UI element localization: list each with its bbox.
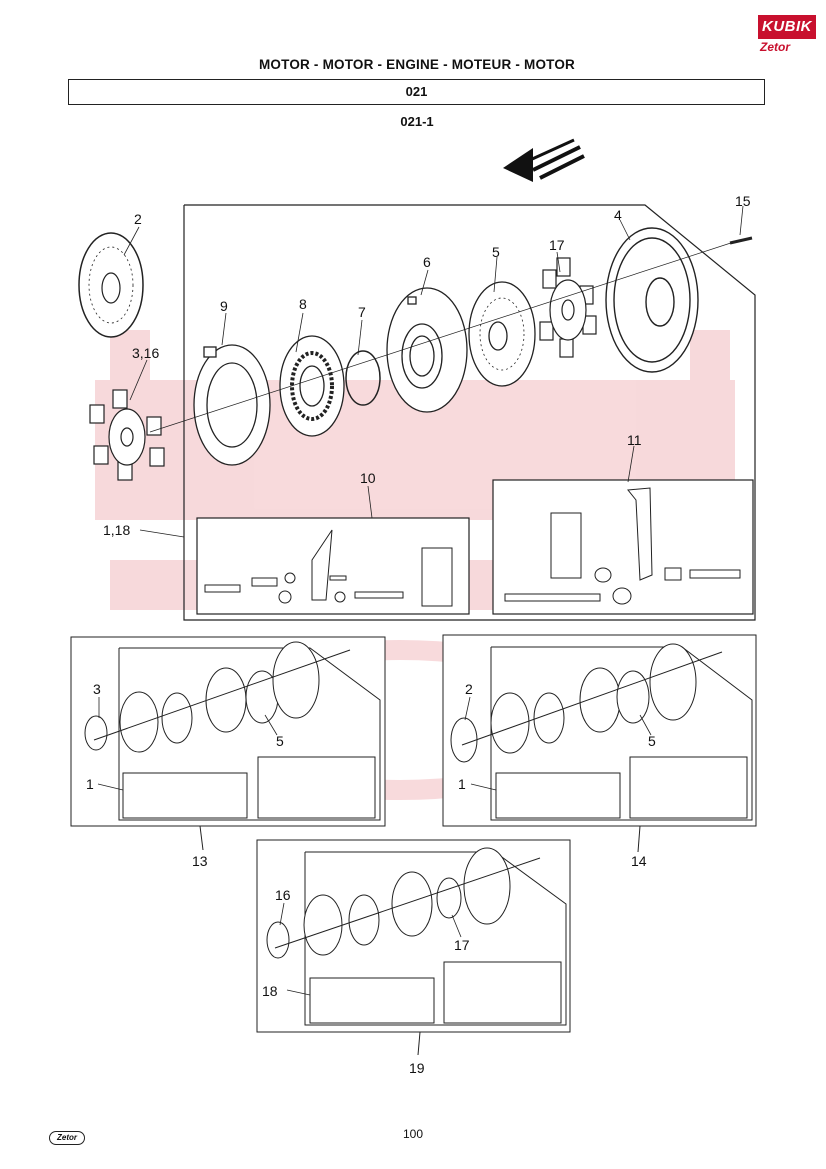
variant-19-callout-18: 18 [262, 983, 278, 999]
callout-4: 4 [614, 207, 622, 223]
part-4-flywheel [605, 227, 699, 373]
direction-arrow-icon [503, 138, 585, 182]
variant-13-diagram [70, 636, 386, 851]
part-17-hub [539, 257, 597, 358]
callout-2: 2 [134, 211, 142, 227]
callout-6: 6 [423, 254, 431, 270]
group-code-box: 021 [68, 79, 765, 105]
variant-14-label: 14 [631, 853, 647, 869]
callout-9: 9 [220, 298, 228, 314]
callout-1-18: 1,18 [103, 522, 131, 538]
variant-13-callout-1: 1 [86, 776, 94, 792]
footer-zetor-logo: Zetor [49, 1131, 85, 1145]
part-6-clutch-cover [386, 287, 468, 413]
variant-19-diagram [256, 839, 571, 1056]
page-heading: MOTOR - MOTOR - ENGINE - MOTEUR - MOTOR [258, 57, 576, 72]
part-5-driven-disc [468, 281, 536, 387]
variant-13-label: 13 [192, 853, 208, 869]
callout-7: 7 [358, 304, 366, 320]
variant-13-callout-3: 3 [93, 681, 101, 697]
variant-13-callout-5: 5 [276, 733, 284, 749]
variant-14-diagram [442, 634, 757, 853]
subgroup-code: 021-1 [400, 114, 434, 129]
callout-8: 8 [299, 296, 307, 312]
variant-19-callout-17: 17 [454, 937, 470, 953]
callout-15: 15 [735, 193, 751, 209]
part-3-16-hub [89, 389, 165, 481]
inset-10-linkage-kit [196, 517, 470, 615]
part-7-ring [345, 350, 381, 406]
page-number: 100 [402, 1127, 424, 1141]
part-2-clutch-disc [78, 232, 144, 338]
variant-14-callout-5: 5 [648, 733, 656, 749]
variant-19-label: 19 [409, 1060, 425, 1076]
callout-3-16: 3,16 [132, 345, 160, 361]
callout-5: 5 [492, 244, 500, 260]
variant-14-callout-2: 2 [465, 681, 473, 697]
callout-17: 17 [549, 237, 565, 253]
callout-10: 10 [360, 470, 376, 486]
variant-14-callout-1: 1 [458, 776, 466, 792]
variant-19-callout-16: 16 [275, 887, 291, 903]
part-8-diaphragm-spring [279, 335, 345, 437]
callout-11: 11 [627, 432, 642, 448]
zetor-logo: Zetor [760, 40, 790, 54]
main-frame [183, 204, 756, 621]
kubik-logo: KUBIK [758, 15, 816, 39]
inset-11-release-kit [492, 479, 754, 615]
